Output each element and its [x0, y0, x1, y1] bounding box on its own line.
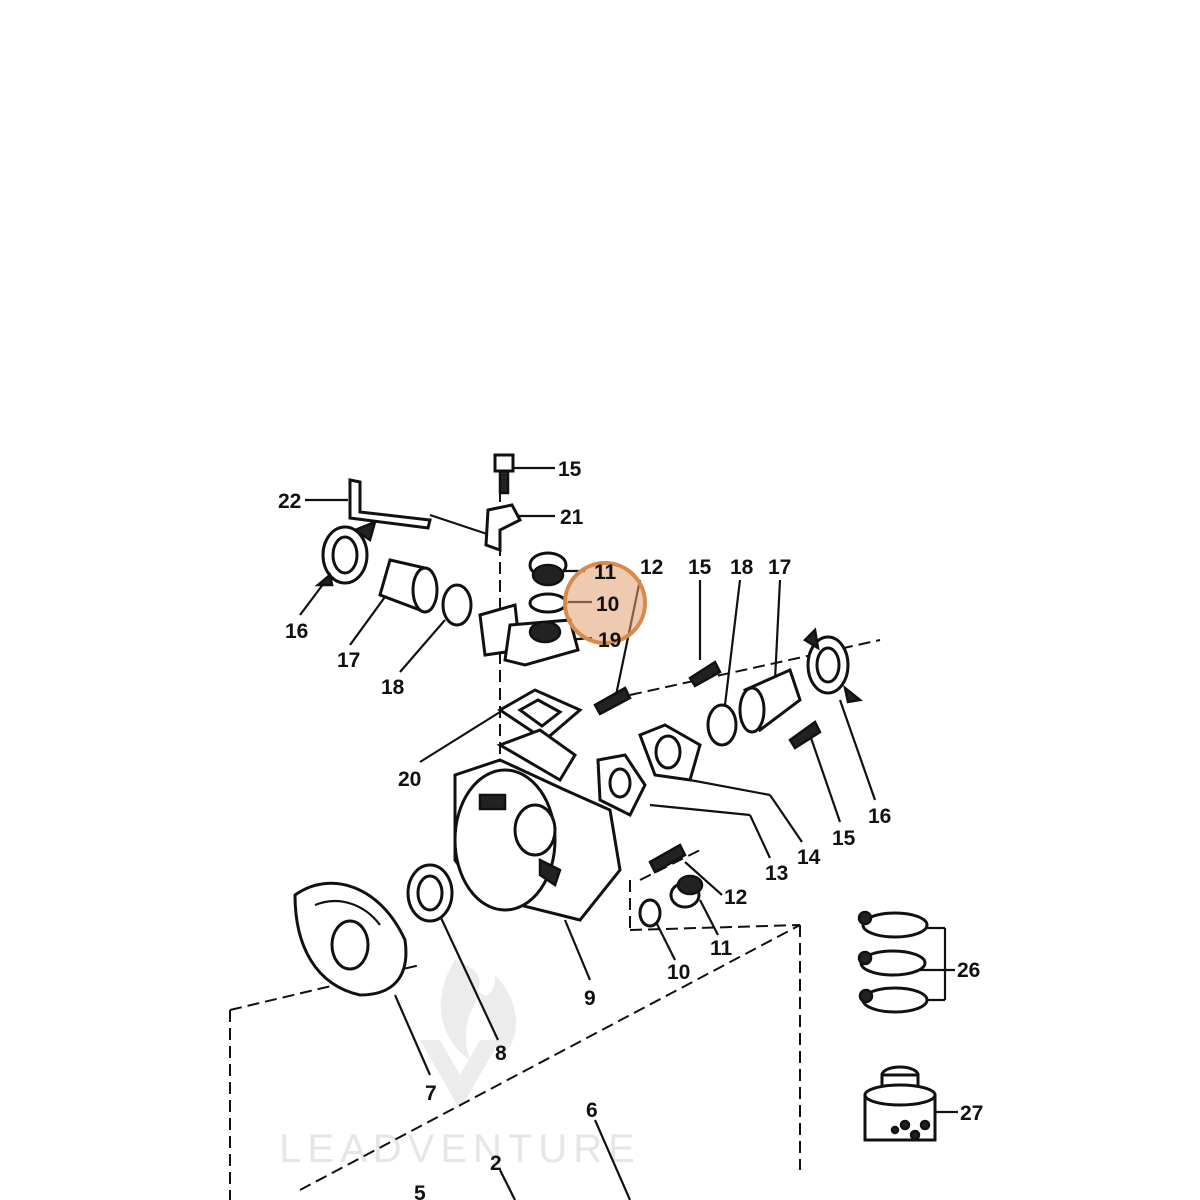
callout-16: 16	[285, 620, 308, 643]
o-ring-10-lower	[638, 898, 662, 928]
seal-8	[406, 863, 454, 923]
impeller-cover-7	[293, 881, 408, 997]
highlight-circle	[563, 561, 647, 645]
callout-15: 15	[688, 556, 712, 579]
parts	[293, 453, 937, 1142]
gasket-13	[596, 753, 647, 818]
callout-11: 11	[710, 937, 733, 960]
wrench-22	[348, 478, 432, 530]
callout-16: 16	[868, 805, 891, 828]
callout-18: 18	[381, 676, 405, 699]
callout-15: 15	[558, 458, 582, 481]
callout-13: 13	[765, 862, 788, 885]
callout-12: 12	[724, 886, 747, 909]
coupling-nut-16-right	[802, 627, 863, 704]
bracket-21	[484, 503, 523, 553]
callout-2: 2	[490, 1152, 502, 1175]
bolt-12-top	[593, 686, 632, 716]
gasket-20	[497, 688, 583, 742]
hose-clamps-26	[857, 910, 929, 1014]
bolt-15-right-top	[688, 660, 722, 688]
o-ring-10-top	[528, 592, 568, 614]
callout-18: 18	[730, 556, 754, 579]
outlet-fitting-19	[478, 603, 580, 667]
bolt-15-top	[493, 453, 515, 495]
callout-15: 15	[832, 827, 856, 850]
callout-7: 7	[425, 1082, 437, 1105]
strainer-27	[863, 1065, 937, 1142]
callout-17: 17	[768, 556, 791, 579]
callout-22: 22	[278, 490, 301, 513]
gasket-18-right	[706, 703, 738, 747]
callout-12: 12	[640, 556, 663, 579]
callout-labels: 15 21 22 11 10 12 15 18 17 19 16 17 18 2…	[278, 458, 983, 1200]
callout-21: 21	[560, 506, 584, 529]
callout-14: 14	[797, 846, 821, 869]
plug-11-top	[528, 551, 568, 587]
callout-8: 8	[495, 1042, 507, 1065]
callout-11: 11	[594, 561, 617, 584]
callout-6: 6	[586, 1099, 598, 1122]
callout-9: 9	[584, 987, 596, 1010]
callout-17: 17	[337, 649, 360, 672]
callout-19: 19	[598, 629, 621, 652]
gasket-18-left	[441, 583, 473, 627]
plug-11-lower	[669, 874, 704, 909]
leader-lines	[299, 466, 958, 1200]
callout-5: 5	[414, 1182, 426, 1200]
callout-26: 26	[957, 959, 980, 982]
bolt-15-right-bottom	[788, 720, 822, 750]
coupling-nut-16-left	[314, 519, 377, 587]
flange-14	[638, 723, 702, 782]
callout-20: 20	[398, 768, 421, 791]
callout-10: 10	[667, 961, 690, 984]
hose-nipple-17-right	[738, 667, 802, 734]
callout-10-highlighted: 10	[596, 593, 619, 616]
watermark: LEADVENTURE	[279, 960, 641, 1171]
bolt-12-lower	[648, 843, 687, 874]
pump-housing-9	[453, 728, 622, 922]
callout-27: 27	[960, 1102, 983, 1125]
watermark-text: LEADVENTURE	[279, 1127, 641, 1171]
hose-nipple-17-left	[378, 558, 439, 614]
